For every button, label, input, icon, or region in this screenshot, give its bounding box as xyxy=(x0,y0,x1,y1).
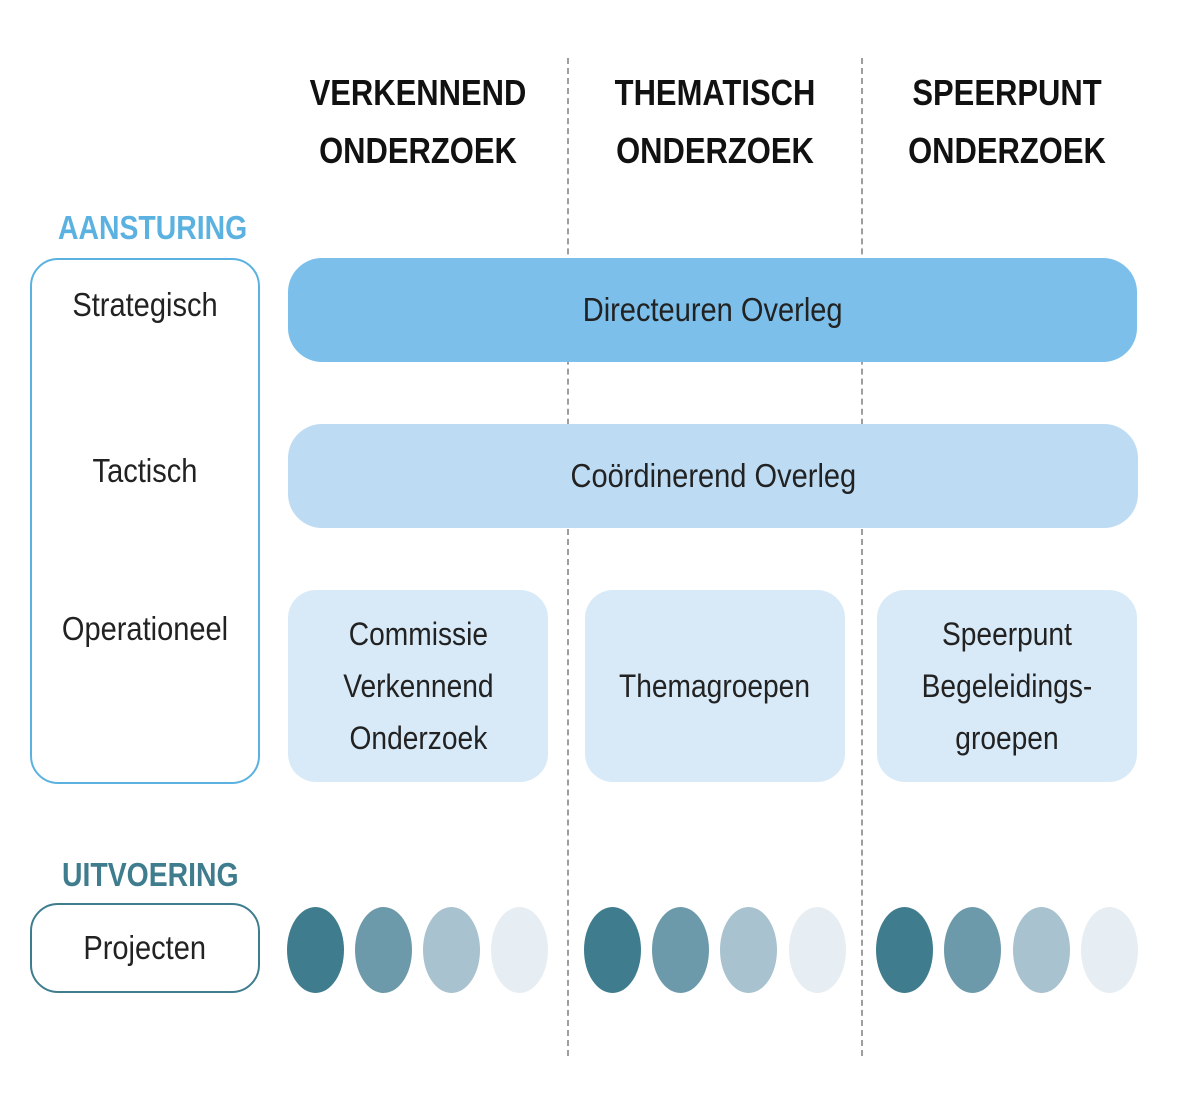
level-label-operationeel: Operationeel xyxy=(61,610,229,647)
bar-directeuren-overleg-label: Directeuren Overleg xyxy=(582,291,843,328)
project-dot xyxy=(789,907,846,993)
project-dot xyxy=(876,907,933,993)
project-dot xyxy=(652,907,709,993)
card-label: Speerpunt Begeleidings- groepen xyxy=(921,616,1093,756)
project-dot xyxy=(423,907,480,993)
project-dot xyxy=(491,907,548,993)
section-title-aansturing: AANSTURING xyxy=(58,209,248,246)
card-label: Commissie Verkennend Onderzoek xyxy=(342,616,494,756)
section-title-uitvoering: UITVOERING xyxy=(62,856,239,893)
project-dot xyxy=(1013,907,1070,993)
project-dot xyxy=(1081,907,1138,993)
projecten-label: Projecten xyxy=(83,929,207,966)
project-dot xyxy=(584,907,641,993)
project-dot xyxy=(287,907,344,993)
projecten-box: Projecten xyxy=(30,903,260,993)
column-divider-1 xyxy=(567,58,569,1056)
bar-directeuren-overleg: Directeuren Overleg xyxy=(288,258,1137,362)
card-themagroepen: Themagroepen xyxy=(585,590,845,782)
card-label: Themagroepen xyxy=(619,668,811,704)
level-label-strategisch: Strategisch xyxy=(72,286,218,323)
level-box-aansturing xyxy=(30,258,260,784)
column-header-thematisch: THEMATISCH ONDERZOEK xyxy=(614,72,816,171)
column-divider-2 xyxy=(861,58,863,1056)
project-dot xyxy=(720,907,777,993)
bar-coordinerend-overleg: Coördinerend Overleg xyxy=(288,424,1138,528)
project-dot xyxy=(355,907,412,993)
column-header-verkennend: VERKENNEND ONDERZOEK xyxy=(309,72,527,171)
level-label-tactisch: Tactisch xyxy=(92,452,198,489)
column-header-speerpunt: SPEERPUNT ONDERZOEK xyxy=(908,72,1106,171)
card-commissie-verkennend-onderzoek: Commissie Verkennend Onderzoek xyxy=(288,590,548,782)
card-speerpunt-begeleidingsgroepen: Speerpunt Begeleidings- groepen xyxy=(877,590,1137,782)
project-dot xyxy=(944,907,1001,993)
bar-coordinerend-overleg-label: Coördinerend Overleg xyxy=(570,457,856,494)
